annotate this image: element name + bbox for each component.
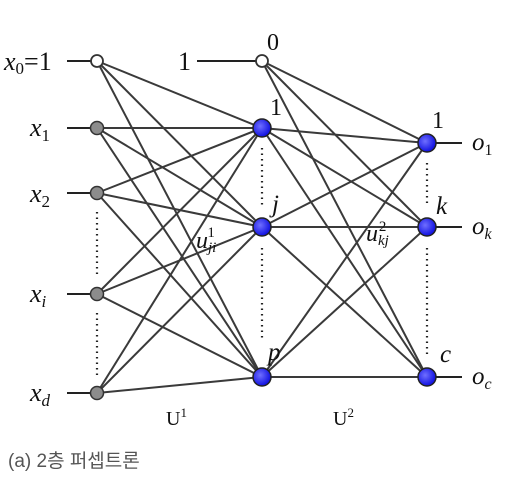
label-x0: x0=1 — [3, 47, 52, 78]
weight-edge-layer1 — [96, 376, 263, 394]
layer2-connections — [261, 60, 428, 378]
label-hj: j — [269, 191, 279, 218]
weight-edge-layer2 — [261, 60, 428, 228]
weight-edge-layer1 — [96, 127, 263, 378]
weight-edge-layer1 — [96, 127, 263, 194]
hidden-node-p — [252, 367, 272, 387]
label-x2: x2 — [29, 179, 50, 211]
output-node-k — [417, 217, 437, 237]
weight-edge-layer2 — [261, 60, 428, 378]
label-bias-one: 1 — [178, 47, 191, 76]
weight-edge-layer1 — [96, 192, 263, 378]
label-oc: oc — [472, 363, 492, 393]
hidden-labels: 1 0 1 j p — [178, 30, 282, 366]
weight-edge-layer2 — [261, 226, 428, 378]
label-U1: U1 — [166, 405, 187, 430]
label-ok: ok — [472, 213, 493, 243]
bias-hidden-node — [255, 54, 269, 68]
label-xi: xi — [29, 279, 47, 311]
label-h1: 1 — [270, 95, 282, 121]
input-node-xi — [89, 286, 105, 302]
label-hp: p — [266, 339, 281, 366]
label-y1: 1 — [432, 108, 444, 134]
label-yk: k — [436, 193, 448, 220]
input-labels: x0=1 x1 x2 xi xd — [3, 47, 52, 410]
weight-edge-layer1 — [96, 60, 263, 378]
input-node-x2 — [89, 185, 105, 201]
label-xd: xd — [29, 378, 51, 410]
label-x1: x1 — [29, 113, 50, 145]
output-labels: 1 k c — [432, 108, 451, 368]
weight-edge-layer1 — [96, 226, 263, 394]
matrix-labels: U1 U2 — [166, 405, 354, 430]
weight-labels: uji1 ukj2 — [196, 219, 389, 256]
bias-input-node — [90, 54, 104, 68]
weight-edge-layer1 — [96, 127, 263, 228]
label-U2: U2 — [333, 405, 354, 430]
hidden-node-j — [252, 217, 272, 237]
weight-edge-layer2 — [261, 127, 428, 378]
weight-edge-layer1 — [96, 127, 263, 394]
weight-edge-layer1 — [96, 60, 263, 129]
input-lead-lines — [67, 60, 257, 394]
label-yc: c — [440, 341, 451, 368]
weight-edge-layer2 — [261, 142, 428, 228]
label-o1: o1 — [472, 129, 493, 159]
label-h0: 0 — [267, 30, 279, 56]
weight-edge-layer2 — [261, 142, 428, 378]
hidden-nodes — [252, 54, 272, 387]
weight-edge-layer2 — [261, 127, 428, 228]
output-nodes — [417, 133, 437, 387]
output-node-c — [417, 367, 437, 387]
hidden-node-1 — [252, 118, 272, 138]
input-nodes — [89, 54, 105, 401]
weight-edge-layer1 — [96, 60, 263, 228]
input-node-x1 — [89, 120, 105, 136]
output-value-labels: o1 ok oc — [472, 129, 493, 393]
ellipsis-dots — [95, 148, 429, 375]
label-u-kj-2: ukj2 — [366, 219, 389, 249]
figure-caption: (a) 2층 퍼셉트론 — [8, 451, 140, 472]
layer1-connections — [96, 60, 263, 394]
weight-edge-layer1 — [96, 293, 263, 378]
input-node-xd — [89, 385, 105, 401]
label-u-ji-1: uji1 — [196, 225, 216, 256]
output-node-1 — [417, 133, 437, 153]
weight-edge-layer1 — [96, 127, 263, 295]
weight-edge-layer2 — [261, 60, 428, 144]
weight-edge-layer2 — [261, 127, 428, 144]
